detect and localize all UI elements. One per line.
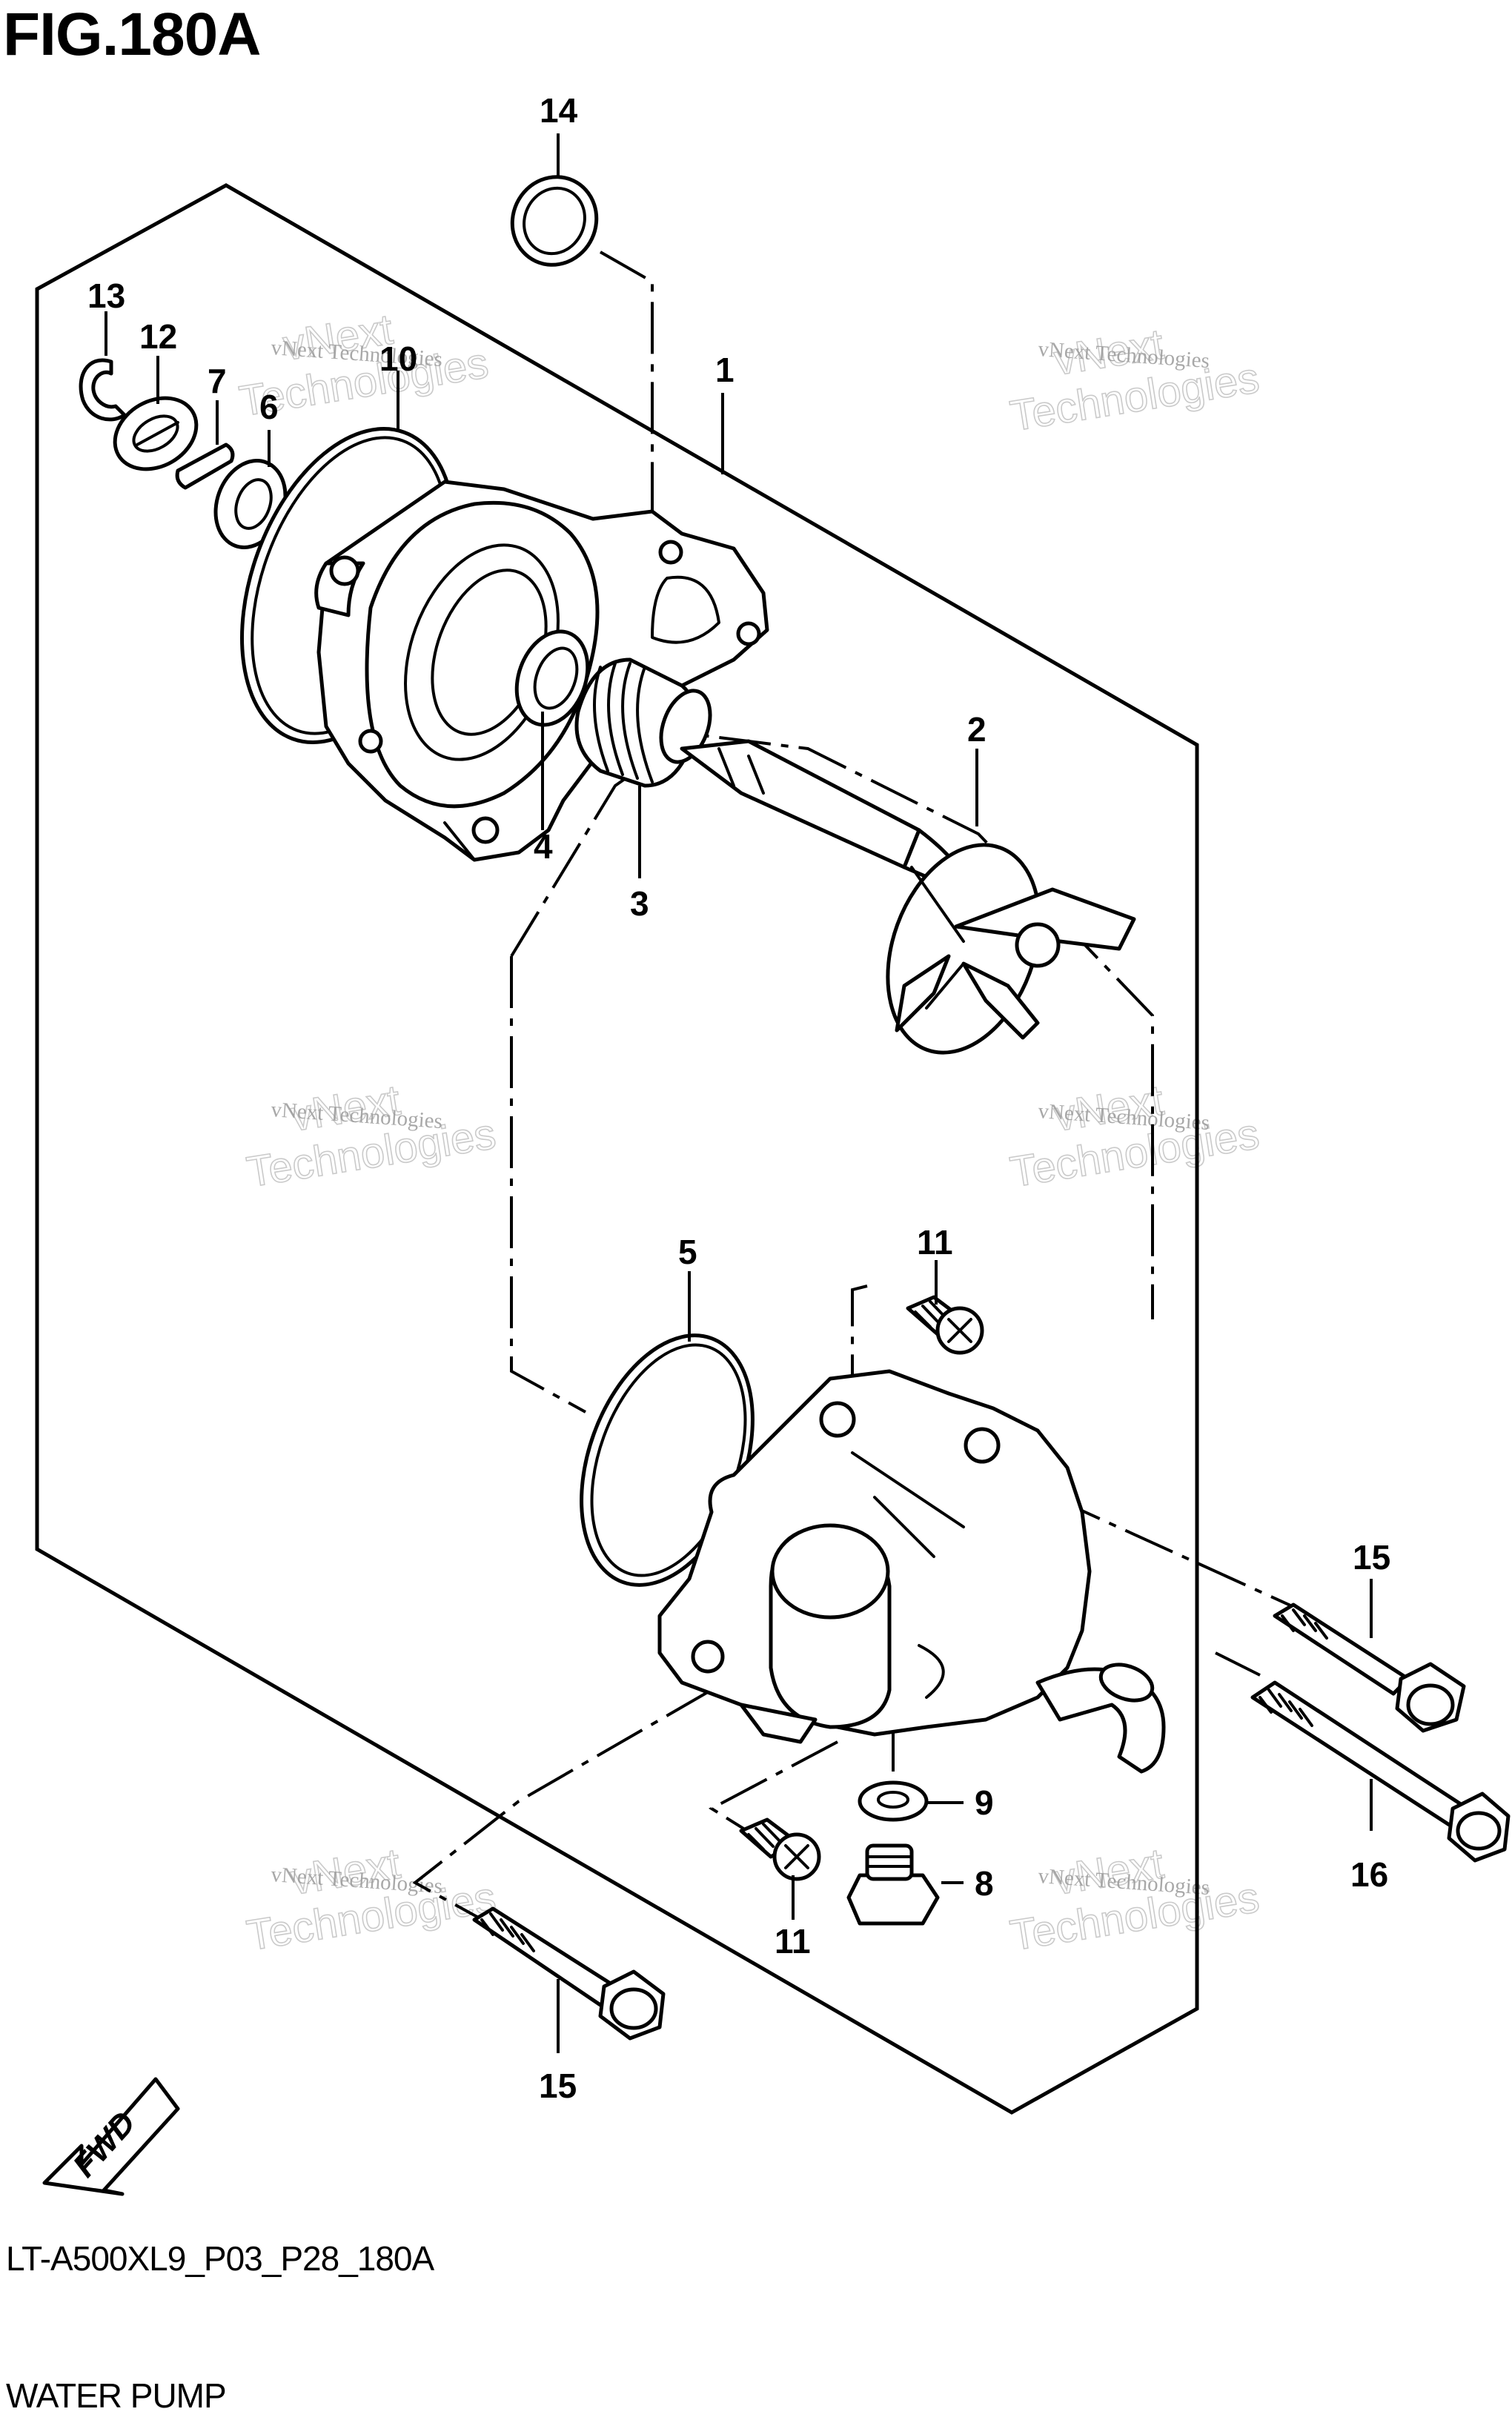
callout-1: 1: [715, 351, 735, 389]
part-14-o-ring: [510, 175, 599, 267]
callout-5: 5: [678, 1233, 697, 1271]
figure-title: FIG.180A: [3, 1, 261, 68]
callout-10: 10: [379, 339, 417, 378]
callout-11-upper: 11: [917, 1223, 953, 1262]
part-11-screw-lower: [739, 1817, 821, 1881]
fwd-arrow: FWD: [42, 2077, 180, 2196]
part-11-screw-upper: [906, 1295, 984, 1355]
callout-2: 2: [967, 710, 987, 749]
part-15-bolt-lower: [472, 1906, 666, 2041]
part-13-e-clip: [79, 358, 127, 422]
part-12-retainer: [113, 396, 199, 471]
callout-13: 13: [87, 276, 125, 315]
part-16-bolt-long: [1250, 1680, 1511, 1863]
watermark-top-right: vNext Technologies: [1007, 319, 1263, 441]
part-2-impeller-shaft: [680, 739, 1136, 1055]
callout-16: 16: [1350, 1855, 1388, 1894]
callout-14: 14: [540, 91, 578, 130]
watermark-mid-left: vNext Technologies: [243, 1076, 500, 1197]
callout-6: 6: [259, 388, 279, 426]
part-8-drain-plug: [846, 1843, 940, 1926]
leader-lines: [105, 133, 1373, 2053]
callout-labels: 14 1 13 12 7 6 10 2 4 3 5 11 11 9 8 15 1…: [87, 91, 1390, 2105]
model-code: LT-A500XL9_P03_P28_180A: [6, 2239, 434, 2278]
part-4-oil-seal: [514, 629, 590, 727]
part-3-mechanical-seal: [574, 657, 712, 788]
callout-12: 12: [139, 317, 177, 356]
callout-11-lower: 11: [775, 1922, 811, 1961]
callout-15-right: 15: [1353, 1538, 1390, 1577]
part-9-washer: [858, 1780, 929, 1822]
assembly-frame: [35, 183, 1199, 2115]
callout-4: 4: [534, 827, 553, 866]
callout-8: 8: [975, 1864, 994, 1903]
callout-7: 7: [208, 362, 227, 400]
callout-9: 9: [975, 1783, 994, 1822]
callout-3: 3: [630, 884, 649, 923]
part-15-bolt-right: [1273, 1603, 1466, 1733]
alignment-lines: [412, 251, 1298, 1925]
callout-15-lower: 15: [539, 2067, 577, 2105]
part-7-pin: [175, 443, 235, 490]
assembly-name: WATER PUMP: [6, 2376, 227, 2415]
pump-cover-housing: [657, 1369, 1166, 1774]
